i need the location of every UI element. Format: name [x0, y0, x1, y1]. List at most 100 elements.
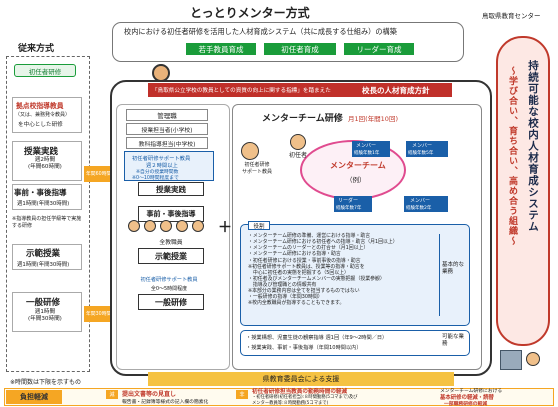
school-building-icon [500, 350, 522, 370]
system-purpose-text: 校内における初任者研修を活用した人材育成システム（共に成長する仕組み）の構築 [124, 27, 397, 36]
left-block-demo [12, 244, 82, 270]
member-card-1 [352, 141, 390, 157]
bottom-mid-line3: メンター教員等:８時間勤務(5コマまで) [252, 401, 329, 406]
role-item: 中心に初任者の実態を把握する（5回以上） [248, 269, 349, 276]
tab-young-teacher: 若手教員育成 [186, 43, 256, 55]
left-block-general-title: 一般研修 [26, 298, 61, 308]
mentor-box-line1: 初任者研修サポート教員 [132, 156, 191, 162]
roles-list: ・メンターチーム研修の準備、運営における指導・助言 ・メンターチーム研修における… [248, 233, 434, 307]
bottom-right-line3: 一部職務研修の軽減 [444, 402, 488, 407]
role-item: 指導及び管理職との情報共有 [248, 282, 317, 288]
mentor-team-title-note: 月1回(年間10回) [348, 115, 398, 123]
general-note: 全0〜5時間程度 [150, 286, 188, 292]
mentor-box [124, 151, 214, 181]
bottom-tag-1: 減 [106, 390, 118, 399]
principal-icon [152, 64, 170, 82]
right-banner [496, 36, 550, 346]
role-item: ・メンターチームのリーダーとの打合せ（月1回以上） [248, 245, 369, 252]
left-block-guidance-title: 事前・事後指導 [14, 188, 67, 197]
left-block-lesson [12, 141, 82, 181]
left-block-demo-title: 示範授業 [26, 249, 61, 259]
member-card-3 [334, 196, 372, 212]
support-teacher-icon [241, 142, 259, 160]
shoninsha-label: 初任者 [289, 152, 308, 159]
role-item: ・一般研修の指導（年間30時間） [248, 294, 323, 301]
mentor-box-line3: ※自分の授業時間数 [136, 170, 179, 175]
role-item: ※本部分の業務内容は全てを担当するものではない [248, 288, 360, 295]
support-teacher-label: 初任者研修 サポート教員 [241, 162, 272, 175]
arrow-upper-label: 年間60時間 [86, 172, 112, 177]
mentor-team-title: メンターチーム研修 [262, 114, 343, 124]
role-admin: 管理職 [126, 109, 208, 121]
arrow-lower-label: 年間30時間 [86, 312, 112, 317]
role-item: ・メンターチーム研修における初任者への指導・助言（月1回以上） [248, 239, 398, 246]
policy-text: 「鳥取県公立学校の教員としての資質の向上に関する指標」を踏まえた [152, 88, 331, 94]
edu-support-banner: 県教育委員会による支援 [148, 372, 454, 386]
teacher-icon [176, 220, 188, 232]
member-4-role: メンバー [410, 198, 431, 204]
right-banner-sub: 〜学び合い、育ち合い、高め合う組織〜 [507, 66, 517, 246]
team-center-label: メンターチーム [330, 161, 386, 170]
member-card-2 [406, 141, 448, 157]
teacher-icon [144, 220, 156, 232]
general-mentor-label: 初任者研修サポート教員 [140, 276, 198, 283]
hub-teacher-sub2: を中心とした研修 [18, 122, 63, 128]
member-3-note: 経験年数7年 [336, 206, 362, 211]
left-block-lesson-title: 授業実践 [24, 147, 59, 157]
hub-teacher-title: 拠点校指導教員 [16, 102, 64, 110]
role-item: ※校内全教職員が指導することもできます。 [248, 300, 345, 307]
mid-general: 一般研修 [138, 294, 204, 310]
role-item: ・初任者研修における授業・事前事後の指導・助言 [248, 257, 361, 264]
plus-sign: ＋ [218, 220, 232, 236]
bottom-tag-2: 非 [236, 390, 248, 399]
left-block-lesson-sub: 週2時間 (年間60時間) [28, 157, 62, 170]
left-block-guidance-sub: 週1時間(年間30時間) [17, 201, 70, 207]
role-item: ・初任者及びメンターチームメンバーの実態把握（授業参観） [248, 275, 385, 282]
role-junior-high: 教科指導担当(中学校) [126, 137, 208, 149]
bottom-item-1: ・授業構想、児童生徒の観察指導 週1回（年9〜2時間／日） [246, 335, 388, 341]
left-footnote: ※時間数は下限を示すもの [10, 379, 82, 386]
basic-label: 基本的な業務 [442, 262, 465, 276]
burden-reduction-label: 負担軽減 [6, 390, 62, 404]
left-block-general-sub: 週1時間 (年間30時間) [28, 309, 62, 322]
teacher-icon [128, 220, 140, 232]
bottom-item-2: ・授業実践、事前・事後指導（年間10時間以内） [246, 345, 362, 351]
member-1-note: 経験年数1年 [354, 151, 380, 156]
bottom-right-line2: 基本研修の軽減・読替 [440, 395, 494, 401]
left-between-note: ※指導教員の担任学級等で実施する研修 [12, 216, 82, 229]
left-block-guidance [12, 184, 82, 210]
left-block-demo-sub: 週1時間(年間30時間) [17, 262, 70, 268]
member-card-4 [404, 196, 448, 212]
role-item: ・メンターチーム研修の準備、運営における指導・助言 [248, 233, 371, 239]
first-year-training-badge: 初任者研修 [14, 64, 76, 77]
basic-bracket [436, 234, 440, 316]
bottom-bar [4, 388, 554, 406]
right-banner-main: 持続可能な校内人材育成システム [527, 60, 539, 233]
teacher-icon [192, 220, 204, 232]
policy-banner [148, 83, 452, 97]
conventional-frame [6, 56, 90, 372]
people-icon [526, 352, 540, 366]
shoninsha-icon [290, 134, 306, 150]
roles-box [240, 224, 470, 326]
tab-leader: リーダー育成 [344, 43, 414, 55]
mid-guidance: 事前・事後指導 [138, 206, 204, 222]
bottom-mid-line1: 初任者研修担当教員の勤務時間の軽減 [252, 389, 348, 395]
mentor-box-line4: ※0〜10時間程度まで [132, 176, 179, 181]
hub-teacher-box [12, 97, 82, 133]
bottom-left-line2: 報告書・記録簿等様式の記入欄の簡素化 [122, 400, 209, 405]
left-block-general-box [12, 292, 82, 332]
hub-teacher-sub1: （又は、兼務発令教員） [15, 112, 71, 118]
optional-label: 可能な業務 [442, 334, 465, 348]
mentor-box-line2: 週２時間以上 [146, 163, 178, 169]
mid-lesson: 授業実践 [138, 182, 204, 196]
teacher-icon [160, 220, 172, 232]
member-3-role: リーダー [338, 198, 359, 204]
role-item: ※初任者研修サポート教員は、授業等の指導・助言を [248, 263, 365, 270]
team-center-sub: （例） [346, 176, 366, 184]
role-elementary: 授業担当者(小学校) [126, 123, 208, 135]
org-name: 鳥取県教育センター [482, 12, 541, 20]
system-purpose-box [112, 22, 464, 62]
bottom-right-line1: メンターチーム研修における [440, 389, 503, 394]
roles-tag: 役割 [248, 221, 270, 230]
